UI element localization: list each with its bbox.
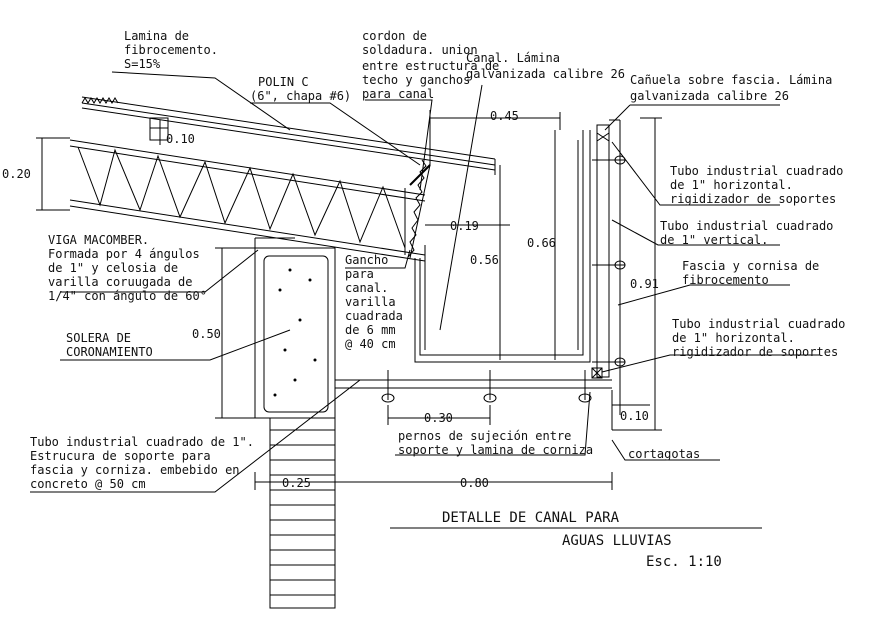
- gancho-line5: cuadrada: [345, 309, 403, 323]
- label-polin: POLIN C (6", chapa #6): [250, 75, 351, 103]
- gancho-line6: de 6 mm: [345, 323, 396, 337]
- gancho-line1: Gancho: [345, 253, 388, 267]
- polin-line1: POLIN C: [258, 75, 309, 89]
- fascia-bolts: [592, 155, 626, 367]
- cordon-line4: techo y ganchos: [362, 73, 470, 87]
- canal-line2: galvanizada calibre 26: [466, 67, 625, 81]
- pernos-line2: soporte y lamina de corniza: [398, 443, 593, 457]
- label-canuela: Cañuela sobre fascia. Lámina galvanizada…: [630, 73, 832, 103]
- concrete-beam: [254, 237, 336, 419]
- viga-line3: de 1" y celosia de: [48, 261, 178, 275]
- purlin-c: [149, 117, 169, 141]
- cordon-line5: para canal: [362, 87, 434, 101]
- dimension-texts: 0.10 0.20 0.45 0.19 0.56 0.66 0.91 0.50 …: [2, 109, 659, 490]
- label-cordon: cordon de soldadura. union entre estruct…: [362, 29, 499, 101]
- support-tubes: [335, 370, 612, 403]
- label-cortagotas: cortagotas: [628, 447, 700, 461]
- viga-line1: VIGA MACOMBER.: [48, 233, 149, 247]
- canal-line1: Canal. Lámina: [466, 51, 560, 65]
- tubo-s-line3: fascia y corniza. embebido en: [30, 463, 240, 477]
- dim-080: 0.80: [460, 476, 489, 490]
- tubo-h2-line3: rigidizador de soportes: [672, 345, 838, 359]
- label-pernos: pernos de sujeción entre soporte y lamin…: [398, 429, 593, 457]
- label-tubo-vertical: Tubo industrial cuadrado de 1" vertical.: [660, 219, 833, 247]
- dim-056: 0.56: [470, 253, 499, 267]
- cordon-line1: cordon de: [362, 29, 427, 43]
- fascia-line1: Fascia y cornisa de: [682, 259, 819, 273]
- tubo-h-line3: rigidizador de soportes: [670, 192, 836, 206]
- label-tubo-horizontal-bottom: Tubo industrial cuadrado de 1" horizonta…: [672, 317, 845, 359]
- label-solera: SOLERA DE CORONAMIENTO: [66, 331, 153, 359]
- label-canal: Canal. Lámina galvanizada calibre 26: [466, 51, 625, 81]
- dim-050: 0.50: [192, 327, 221, 341]
- dim-045: 0.45: [490, 109, 519, 123]
- tubo-s-line4: concreto @ 50 cm: [30, 477, 146, 491]
- cordon-line3: entre estructura de: [362, 59, 499, 73]
- tubo-s-line2: Estrucura de soporte para: [30, 449, 211, 463]
- dim-019: 0.19: [450, 219, 479, 233]
- viga-line4: varilla coruugada de: [48, 275, 193, 289]
- polin-line2: (6", chapa #6): [250, 89, 351, 103]
- lamina-line2: fibrocemento.: [124, 43, 218, 57]
- gancho-line4: varilla: [345, 295, 396, 309]
- cordon-line2: soldadura. union: [362, 43, 478, 57]
- macomber-truss: [69, 139, 426, 262]
- gancho-line3: canal.: [345, 281, 388, 295]
- solera-line1: SOLERA DE: [66, 331, 131, 345]
- tubo-v-line1: Tubo industrial cuadrado: [660, 219, 833, 233]
- label-tubo-horizontal-top: Tubo industrial cuadrado de 1" horizonta…: [670, 164, 843, 206]
- fascia-line2: fibrocemento: [682, 273, 769, 287]
- wall-hatch: [269, 417, 336, 609]
- label-tubo-soporte: Tubo industrial cuadrado de 1". Estrucur…: [30, 435, 254, 491]
- tubo-v-line2: de 1" vertical.: [660, 233, 768, 247]
- dim-066: 0.66: [527, 236, 556, 250]
- title-scale: Esc. 1:10: [646, 554, 722, 570]
- canuela-line1: Cañuela sobre fascia. Lámina: [630, 73, 832, 87]
- gancho-line2: para: [345, 267, 374, 281]
- leader-lines: [30, 71, 820, 493]
- tubo-h-line2: de 1" horizontal.: [670, 178, 793, 192]
- gancho-line7: @ 40 cm: [345, 337, 396, 351]
- lamina-line3: S=15%: [124, 57, 161, 71]
- title-block: DETALLE DE CANAL PARA AGUAS LLUVIAS Esc.…: [442, 510, 722, 570]
- dimension-lines: [36, 110, 662, 490]
- gutter-hook: [407, 159, 431, 259]
- dim-020: 0.20: [2, 167, 31, 181]
- dim-010-bottom: 0.10: [620, 409, 649, 423]
- solera-line2: CORONAMIENTO: [66, 345, 153, 359]
- dim-025: 0.25: [282, 476, 311, 490]
- title-line1: DETALLE DE CANAL PARA: [442, 510, 620, 526]
- dim-010-top: 0.10: [166, 132, 195, 146]
- label-lamina: Lamina de fibrocemento. S=15%: [124, 29, 218, 71]
- fascia: [591, 119, 621, 430]
- tubo-h-line1: Tubo industrial cuadrado: [670, 164, 843, 178]
- pernos-line1: pernos de sujeción entre: [398, 429, 571, 443]
- tubo-s-line1: Tubo industrial cuadrado de 1".: [30, 435, 254, 449]
- viga-line2: Formada por 4 ángulos: [48, 247, 200, 261]
- tubo-h2-line1: Tubo industrial cuadrado: [672, 317, 845, 331]
- canuela-line2: galvanizada calibre 26: [630, 89, 789, 103]
- label-viga: VIGA MACOMBER. Formada por 4 ángulos de …: [48, 233, 207, 303]
- label-gancho: Gancho para canal. varilla cuadrada de 6…: [345, 253, 403, 351]
- dim-030: 0.30: [424, 411, 453, 425]
- gutter-channel: [414, 130, 591, 363]
- lamina-line1: Lamina de: [124, 29, 189, 43]
- dim-091: 0.91: [630, 277, 659, 291]
- title-line2: AGUAS LLUVIAS: [562, 533, 672, 549]
- label-fascia: Fascia y cornisa de fibrocemento: [682, 259, 819, 287]
- viga-line5: 1/4" con ángulo de 60°: [48, 289, 207, 303]
- roof-sheet: [81, 96, 496, 175]
- tubo-h2-line2: de 1" horizontal.: [672, 331, 795, 345]
